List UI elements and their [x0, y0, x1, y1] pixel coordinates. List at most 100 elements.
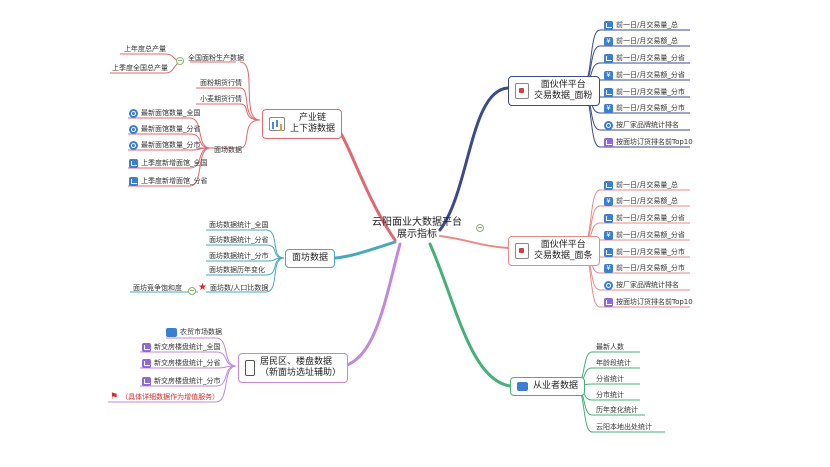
shop-saturation-node[interactable]: 面坊竞争饱和度 — [133, 284, 182, 294]
new-housing-province-label: 新交房楼盘统计_分省 — [154, 359, 221, 367]
new-housing-city-node[interactable]: 新交房楼盘统计_分市 — [142, 377, 221, 387]
noodle-count-city-label: 最新面馆数量_分市 — [141, 141, 201, 149]
globe-icon — [129, 109, 138, 118]
shop-stats-national-node[interactable]: 面坊数据统计_全国 — [209, 221, 269, 231]
practitioner-age-label: 年龄段统计 — [596, 359, 631, 367]
flour-amount-total-node[interactable]: ¥前一日/月交易额_总 — [604, 37, 678, 47]
purple-chart-icon — [604, 138, 613, 147]
people-icon — [166, 328, 177, 337]
noodle-volume-province-label: 前一日/月交易量_分省 — [616, 214, 685, 222]
flour-futures-label: 面粉期货行情 — [200, 79, 242, 87]
noodle-amount-province-label: 前一日/月交易额_分省 — [616, 231, 685, 239]
practitioner-province-node[interactable]: 分省统计 — [596, 375, 624, 385]
partner-noodle-title-line1: 面伙伴平台 — [540, 240, 586, 250]
bar-chart-icon — [604, 54, 613, 63]
box-icon — [515, 243, 529, 259]
last-quarter-output-node[interactable]: 上季度全国总产量 — [112, 64, 168, 74]
noodle-amount-province-node[interactable]: ¥前一日/月交易额_分省 — [604, 231, 685, 241]
noodle-brand-rank-node[interactable]: 按厂家品牌统计排名 — [604, 281, 679, 291]
flour-amount-province-label: 前一日/月交易额_分省 — [616, 71, 685, 79]
noodle-amount-total-node[interactable]: ¥前一日/月交易额_总 — [604, 197, 678, 207]
wheat-futures-label: 小麦期货行情 — [200, 95, 242, 103]
bar-chart-icon — [604, 21, 613, 30]
center-node[interactable]: 云阳面业大数据平台 展示指标 — [372, 217, 462, 241]
practitioner-age-node[interactable]: 年龄段统计 — [596, 359, 631, 369]
practitioner-local-origin-node[interactable]: 云阳本地出处统计 — [596, 423, 652, 433]
wheat-futures-node[interactable]: 小麦期货行情 — [200, 95, 242, 105]
industry-chain-title-line2: 上下游数据 — [290, 124, 336, 134]
new-noodle-national-node[interactable]: 上季度新增面馆_全国 — [129, 159, 208, 169]
last-quarter-output-label: 上季度全国总产量 — [112, 64, 168, 72]
new-noodle-province-node[interactable]: 上季度新增面馆_分省 — [129, 177, 208, 187]
practitioner-city-node[interactable]: 分市统计 — [596, 391, 624, 401]
bar-chart-icon — [604, 214, 613, 223]
partner-flour-node[interactable]: 面伙伴平台 交易数据_面粉 — [508, 76, 600, 106]
value-added-note-label: （具体详细数据作为增值服务） — [121, 393, 220, 401]
phone-icon — [245, 360, 255, 376]
industry-chain-node[interactable]: 产业链 上下游数据 — [262, 109, 343, 139]
noodle-top10-label: 按面坊订货排名前Top10 — [616, 298, 693, 306]
shop-history-label: 面坊数据历年变化 — [209, 266, 265, 274]
flour-futures-node[interactable]: 面粉期货行情 — [200, 79, 242, 89]
shop-ratio-collapse-toggle[interactable] — [188, 287, 196, 295]
practitioner-latest-count-node[interactable]: 最新人数 — [596, 343, 624, 353]
noodle-volume-city-node[interactable]: 前一日/月交易量_分市 — [604, 248, 685, 258]
noodle-count-city-node[interactable]: 最新面馆数量_分市 — [129, 141, 201, 151]
flour-brand-rank-label: 按厂家品牌统计排名 — [616, 121, 679, 129]
new-noodle-province-label: 上季度新增面馆_分省 — [141, 177, 208, 185]
bar-chart-icon — [129, 177, 138, 186]
flour-brand-rank-node[interactable]: 按厂家品牌统计排名 — [604, 121, 679, 131]
flour-amount-city-node[interactable]: ¥前一日/月交易额_分市 — [604, 104, 685, 114]
partner-flour-title-line1: 面伙伴平台 — [540, 80, 586, 90]
partner-flour-title-line2: 交易数据_面粉 — [534, 91, 593, 101]
bar-chart-icon — [142, 377, 151, 386]
flour-volume-total-node[interactable]: 前一日/月交易量_总 — [604, 21, 678, 31]
practitioner-history-node[interactable]: 历年变化统计 — [596, 406, 638, 416]
last-year-output-node[interactable]: 上年度总产量 — [124, 45, 166, 55]
flour-volume-city-node[interactable]: 前一日/月交易量_分市 — [604, 88, 685, 98]
flour-amount-total-label: 前一日/月交易额_总 — [616, 37, 678, 45]
connectors-residential — [108, 337, 237, 403]
noodle-data-node[interactable]: 面场数据 — [214, 146, 242, 156]
shop-stats-city-node[interactable]: 面坊数据统计_分市 — [209, 252, 269, 262]
national-wheat-collapse-toggle[interactable] — [176, 57, 184, 65]
farmers-market-node[interactable]: 农贸市场数据 — [166, 328, 222, 338]
shop-stats-province-node[interactable]: 面坊数据统计_分省 — [209, 236, 269, 246]
flour-volume-province-node[interactable]: 前一日/月交易量_分省 — [604, 54, 685, 64]
new-noodle-national-label: 上季度新增面馆_全国 — [141, 159, 208, 167]
practitioner-title: 从业者数据 — [533, 381, 579, 391]
noodle-count-province-node[interactable]: 最新面馆数量_分省 — [129, 125, 201, 135]
shop-ratio-node[interactable]: ★面坊数/人口比数据 — [198, 283, 268, 294]
shop-stats-national-label: 面坊数据统计_全国 — [209, 221, 269, 229]
flag-icon: ⚑ — [110, 392, 119, 402]
noodle-volume-total-node[interactable]: 前一日/月交易量_总 — [604, 181, 678, 191]
shop-history-node[interactable]: 面坊数据历年变化 — [209, 266, 265, 276]
value-added-note-node[interactable]: ⚑（具体详细数据作为增值服务） — [110, 393, 219, 403]
flour-top10-label: 按面坊订货排名前Top10 — [616, 138, 693, 146]
flour-amount-province-node[interactable]: ¥前一日/月交易额_分省 — [604, 71, 685, 81]
new-housing-province-node[interactable]: 新交房楼盘统计_分省 — [142, 359, 221, 369]
connector-center-residential — [336, 242, 402, 369]
practitioner-city-label: 分市统计 — [596, 391, 624, 399]
practitioner-node[interactable]: 从业者数据 — [510, 377, 586, 396]
purple-chart-icon — [604, 298, 613, 307]
practitioner-history-label: 历年变化统计 — [596, 406, 638, 414]
noodle-amount-city-node[interactable]: ¥前一日/月交易额_分市 — [604, 264, 685, 274]
noodle-top10-node[interactable]: 按面坊订货排名前Top10 — [604, 298, 693, 308]
noodle-count-national-node[interactable]: 最新面馆数量_全国 — [129, 109, 201, 119]
noodle-amount-city-label: 前一日/月交易额_分市 — [616, 264, 685, 272]
yen-icon: ¥ — [604, 37, 613, 46]
flour-top10-node[interactable]: 按面坊订货排名前Top10 — [604, 138, 693, 148]
shop-ratio-label: 面坊数/人口比数据 — [209, 283, 269, 292]
center-collapse-toggle[interactable] — [476, 224, 484, 232]
yen-icon: ¥ — [604, 104, 613, 113]
national-wheat-node[interactable]: 全国面粉生产数据 — [188, 54, 244, 64]
residential-node[interactable]: 居民区、楼盘数据 （新面坊选址辅助） — [238, 353, 349, 383]
noodle-volume-province-node[interactable]: 前一日/月交易量_分省 — [604, 214, 685, 224]
globe-icon — [129, 125, 138, 134]
new-housing-national-node[interactable]: 新交房楼盘统计_全国 — [142, 343, 221, 353]
noodle-shop-node[interactable]: 面坊数据 — [285, 249, 336, 268]
partner-noodle-node[interactable]: 面伙伴平台 交易数据_面条 — [508, 236, 600, 266]
yen-icon: ¥ — [604, 71, 613, 80]
center-title-line2: 展示指标 — [397, 229, 437, 240]
